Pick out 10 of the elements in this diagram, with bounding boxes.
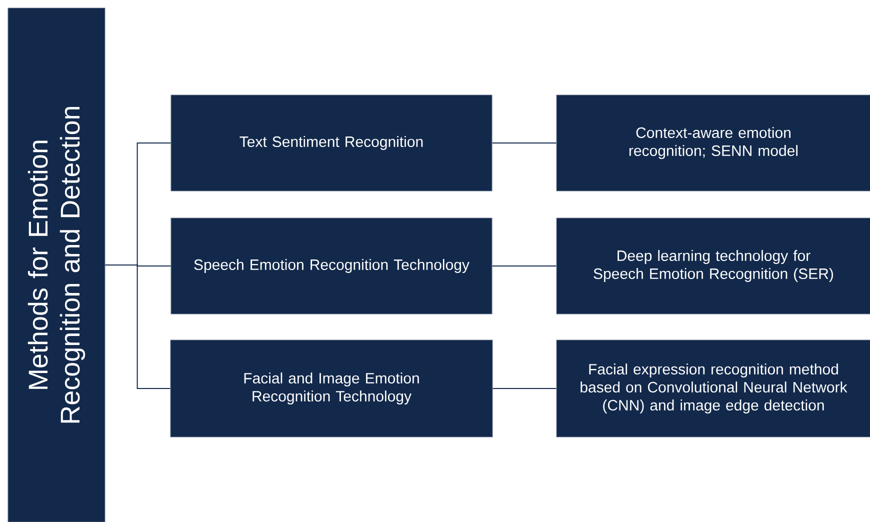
- connector-line: [492, 388, 557, 389]
- method-box: Facial expression recognition method based on Convolutional Neural Network (CNN) and image edge detection: [556, 340, 870, 438]
- method-box: Context-aware emotion recognition; SENN model: [556, 94, 870, 192]
- method-box: Deep learning technology for Speech Emotion Recognition (SER): [556, 218, 870, 314]
- connector-line: [104, 264, 171, 389]
- method-box: Facial and Image Emotion Recognition Technology: [170, 340, 493, 438]
- method-box: Speech Emotion Recognition Technology: [170, 218, 492, 314]
- title-bar: Methods for Emotion Recognition and Detection: [8, 8, 106, 522]
- method-box: Text Sentiment Recognition: [170, 94, 492, 192]
- connector-line: [492, 142, 557, 144]
